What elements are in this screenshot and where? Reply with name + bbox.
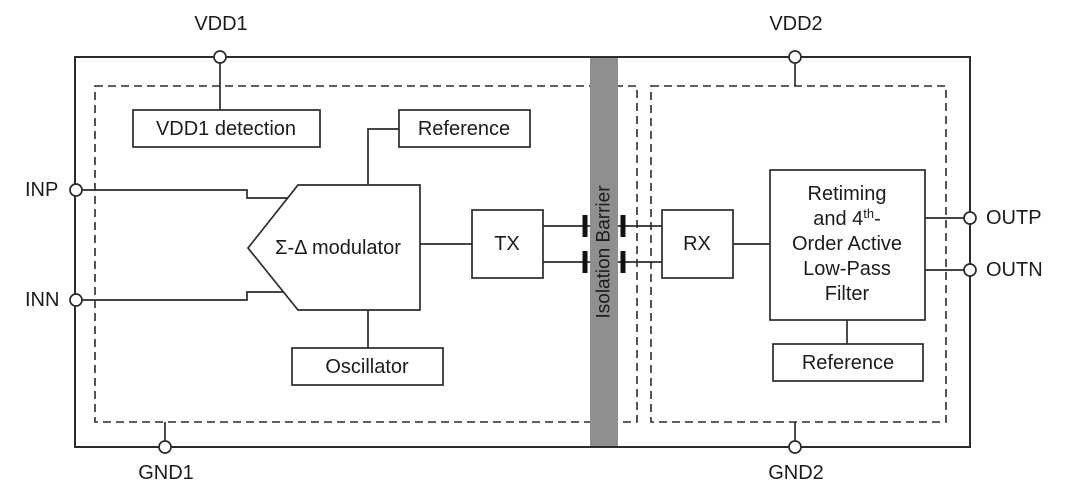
filter-label-line2-hyphen: - [874, 208, 881, 230]
filter-label-line2-main: and 4 [813, 208, 863, 230]
pin-vdd2-label: VDD2 [769, 13, 822, 35]
reference-right-block: Reference [772, 343, 924, 382]
pin-vdd1-label: VDD1 [194, 13, 247, 35]
oscillator-box [291, 347, 444, 386]
rx-label: RX [683, 233, 711, 255]
filter-label-line5: Filter [825, 283, 870, 305]
sigma-delta-modulator-block: Σ-Δ modulator [246, 184, 421, 311]
vdd1-detection-label: VDD1 detection [156, 118, 296, 140]
pin-inn-label: INN [25, 289, 59, 311]
pin-outn-label: OUTN [986, 259, 1043, 281]
reference-top-block: Reference [398, 109, 531, 148]
rx-box [661, 209, 734, 279]
filter-label-line2-superscript: th [863, 206, 874, 221]
rx-block: RX [661, 209, 734, 279]
sigma-delta-modulator-label: Σ-Δ modulator [275, 237, 401, 259]
pin-gnd1 [158, 440, 172, 454]
pin-outn [963, 263, 977, 277]
device-boundary [74, 56, 971, 448]
tx-block: TX [471, 209, 544, 279]
pin-inn [69, 293, 83, 307]
pin-gnd1-label: GND1 [138, 462, 194, 484]
tx-box [471, 209, 544, 279]
vdd1-detection-block: VDD1 detection [132, 109, 321, 148]
isolation-barrier-label: Isolation Barrier [594, 185, 615, 319]
sigma-delta-modulator-shape [246, 184, 421, 311]
pin-inp [69, 183, 83, 197]
pin-inp-label: INP [25, 179, 58, 201]
filter-label-line1: Retiming [808, 183, 887, 205]
filter-label-line2: and 4th- [813, 206, 881, 230]
wire-inp [82, 189, 288, 199]
pin-vdd1 [213, 50, 227, 64]
reference-right-box [772, 343, 924, 382]
isolation-barrier [590, 58, 618, 446]
filter-block: Retiming and 4th- Order Active Low-Pass … [769, 169, 926, 321]
oscillator-block: Oscillator [291, 347, 444, 386]
high-side-region [94, 85, 638, 423]
reference-top-label: Reference [418, 118, 510, 140]
vdd1-detection-box [132, 109, 321, 148]
pin-outp [963, 211, 977, 225]
oscillator-label: Oscillator [325, 356, 409, 378]
pin-gnd2 [788, 440, 802, 454]
wire-reference-to-modulator [367, 128, 399, 185]
filter-label-line4: Low-Pass [803, 258, 891, 280]
pin-outp-label: OUTP [986, 207, 1042, 229]
low-side-region [650, 85, 947, 423]
pin-gnd2-label: GND2 [768, 462, 824, 484]
tx-label: TX [494, 233, 520, 255]
reference-top-box [398, 109, 531, 148]
reference-right-label: Reference [802, 352, 894, 374]
wire-inn [82, 291, 284, 301]
filter-box [769, 169, 926, 321]
pin-vdd2 [788, 50, 802, 64]
filter-label-line3: Order Active [792, 233, 902, 255]
